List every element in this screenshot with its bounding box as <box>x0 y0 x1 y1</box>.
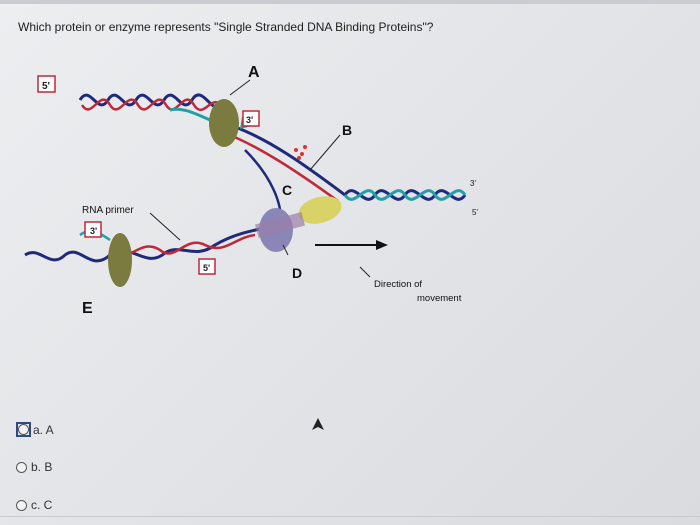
protein-a <box>209 99 239 147</box>
label-rna-primer: RNA primer <box>82 205 134 216</box>
label-direction-1: Direction of <box>374 279 422 290</box>
label-a: A <box>248 64 260 81</box>
top-bar <box>0 0 700 4</box>
bottom-divider <box>0 516 700 517</box>
dna-replication-figure: 5' A 3' B C RNA primer 3' 5' D E 3' 5' D… <box>20 55 490 325</box>
label-d: D <box>292 265 302 281</box>
lower-strand-dark <box>25 225 280 261</box>
label-3prime-right: 3' <box>470 179 476 188</box>
radio-b[interactable] <box>16 462 27 473</box>
focus-outline <box>16 422 31 437</box>
radio-c[interactable] <box>16 500 27 511</box>
radio-a[interactable] <box>18 424 29 435</box>
option-c-label: c. C <box>31 498 52 512</box>
protein-e <box>108 233 132 287</box>
option-a[interactable]: a. A <box>16 422 54 437</box>
option-b-label: b. B <box>31 460 52 474</box>
option-a-label: a. A <box>33 423 54 437</box>
option-b[interactable]: b. B <box>16 460 52 474</box>
label-5prime-lower: 5' <box>203 263 210 273</box>
mouse-cursor-icon <box>312 418 324 432</box>
label-e: E <box>82 300 93 317</box>
label-direction-2: movement <box>417 293 462 304</box>
label-c: C <box>282 182 292 198</box>
label-b: B <box>342 122 352 138</box>
option-c[interactable]: c. C <box>16 498 52 512</box>
label-5prime-right: 5' <box>472 208 478 217</box>
question-text: Which protein or enzyme represents "Sing… <box>18 20 433 34</box>
label-5prime-top: 5' <box>42 81 50 92</box>
label-rna-3prime: 3' <box>90 226 97 236</box>
label-3prime-top: 3' <box>246 115 253 125</box>
